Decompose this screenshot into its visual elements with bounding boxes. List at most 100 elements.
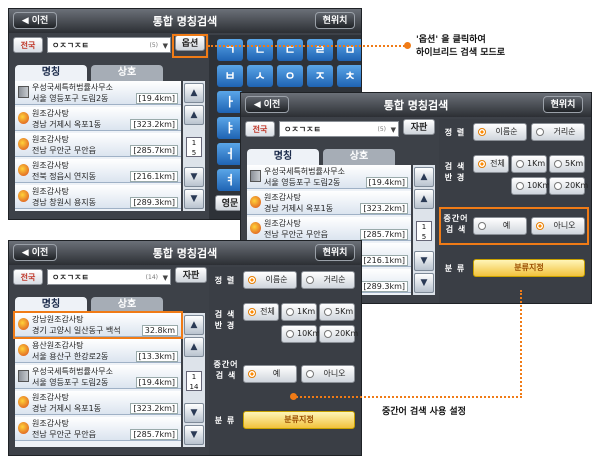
category-button[interactable]: 분류지정 (473, 259, 585, 277)
mid-search-yes-radio[interactable]: 예 (473, 217, 527, 235)
page-down-button[interactable]: ▼ (414, 273, 434, 293)
keyboard-button[interactable]: 자판 (403, 119, 435, 135)
key[interactable]: ㅁ (337, 39, 361, 61)
region-select[interactable]: 전국 (13, 269, 43, 285)
radius-20km-radio[interactable]: 20Km (319, 325, 358, 343)
tab-business[interactable]: 상호 (91, 65, 163, 81)
scroll-down-button[interactable]: ▼ (184, 403, 204, 423)
restaurant-icon (250, 222, 261, 234)
callout-line (296, 396, 522, 398)
key[interactable]: ㄹ (307, 39, 333, 61)
tab-business[interactable]: 상호 (91, 297, 163, 313)
key[interactable]: ㅇ (277, 65, 303, 87)
page-down-button[interactable]: ▼ (184, 189, 204, 209)
result-count: (14) (145, 274, 158, 281)
key[interactable]: ㅓ (217, 143, 243, 165)
page-total: 5 (421, 233, 427, 241)
search-query: ㅇㅈㄱㅈㅌ (284, 125, 321, 134)
radio-label: 1Km (527, 159, 546, 168)
mid-search-yes-radio[interactable]: 예 (243, 365, 297, 383)
scroll-up-button[interactable]: ▲ (414, 189, 434, 209)
back-button[interactable]: ◀ 이전 (13, 12, 57, 29)
scroll-down-button[interactable]: ▼ (414, 251, 434, 271)
key[interactable]: ㅊ (337, 65, 361, 87)
key[interactable]: ㄱ (217, 39, 243, 61)
keyboard-button[interactable]: 자판 (175, 267, 207, 283)
callout-mid-search: 중간어 검색 사용 설정 (382, 407, 466, 417)
radius-all-radio[interactable]: 전체 (473, 155, 509, 173)
scroll-up-button[interactable]: ▲ (184, 337, 204, 357)
back-button[interactable]: ◀ 이전 (245, 96, 289, 113)
region-select[interactable]: 전국 (245, 121, 275, 137)
sort-distance-radio[interactable]: 거리순 (531, 123, 585, 141)
mid-search-no-radio[interactable]: 아니오 (531, 217, 585, 235)
mid-search-no-radio[interactable]: 아니오 (301, 365, 355, 383)
page-up-button[interactable]: ▲ (414, 167, 434, 187)
key[interactable]: ㄷ (277, 39, 303, 61)
back-button[interactable]: ◀ 이전 (13, 244, 57, 261)
sort-name-radio[interactable]: 이름순 (473, 123, 527, 141)
page-up-button[interactable]: ▲ (184, 315, 204, 335)
search-input[interactable]: ㅇㅈㄱㅈㅌ (14) ▼ (47, 269, 171, 285)
key[interactable]: ㅏ (217, 91, 243, 113)
sort-distance-radio[interactable]: 거리순 (301, 271, 355, 289)
item-name: 강남원조감사탕 (32, 315, 84, 324)
category-button[interactable]: 분류지정 (243, 411, 355, 429)
radius-10km-radio[interactable]: 10Km (281, 325, 320, 343)
key[interactable]: ㅕ (217, 169, 243, 191)
callout-option-line1: '옵션' 을 클릭하여 (416, 35, 486, 45)
key[interactable]: ㄴ (247, 39, 273, 61)
key[interactable]: ㅅ (247, 65, 273, 87)
tab-name[interactable]: 명칭 (15, 65, 87, 81)
radius-1km-radio[interactable]: 1Km (511, 155, 547, 173)
tab-name[interactable]: 명칭 (15, 297, 87, 313)
radius-20km-radio[interactable]: 20Km (549, 177, 588, 195)
radius-5km-radio[interactable]: 5Km (549, 155, 585, 173)
sort-name-radio[interactable]: 이름순 (243, 271, 297, 289)
search-input[interactable]: ㅇㅈㄱㅈㅌ (5) ▼ (47, 37, 171, 53)
key[interactable]: ㅂ (217, 65, 243, 87)
search-input[interactable]: ㅇㅈㄱㅈㅌ (5) ▼ (279, 121, 399, 137)
current-location-label: 현위치 (550, 100, 576, 110)
radius-all-radio[interactable]: 전체 (243, 303, 279, 321)
current-location-button[interactable]: 현위치 (543, 96, 583, 113)
page-down-button[interactable]: ▼ (184, 425, 204, 445)
scroll-down-button[interactable]: ▼ (184, 167, 204, 187)
region-select[interactable]: 전국 (13, 37, 43, 53)
radius-5km-radio[interactable]: 5Km (319, 303, 355, 321)
item-name: 우성국세특허법률사무소 (32, 83, 113, 92)
key[interactable]: ㅈ (307, 65, 333, 87)
current-location-button[interactable]: 현위치 (315, 12, 355, 29)
radius-1km-radio[interactable]: 1Km (281, 303, 317, 321)
chevron-down-icon[interactable]: ▼ (162, 42, 168, 50)
item-address: 경남 거제시 옥포1동 (264, 204, 334, 213)
radius-10km-radio[interactable]: 10Km (511, 177, 550, 195)
key[interactable]: ㅑ (217, 117, 243, 139)
scroll-up-button[interactable]: ▲ (184, 105, 204, 125)
tab-name[interactable]: 명칭 (247, 149, 319, 165)
current-location-button[interactable]: 현위치 (315, 244, 355, 261)
radio-dot (478, 222, 486, 230)
page-up-button[interactable]: ▲ (184, 83, 204, 103)
chevron-down-icon[interactable]: ▼ (162, 274, 168, 282)
tab-business[interactable]: 상호 (323, 149, 395, 165)
result-count: (5) (377, 126, 387, 133)
chevron-down-icon[interactable]: ▼ (390, 126, 396, 134)
